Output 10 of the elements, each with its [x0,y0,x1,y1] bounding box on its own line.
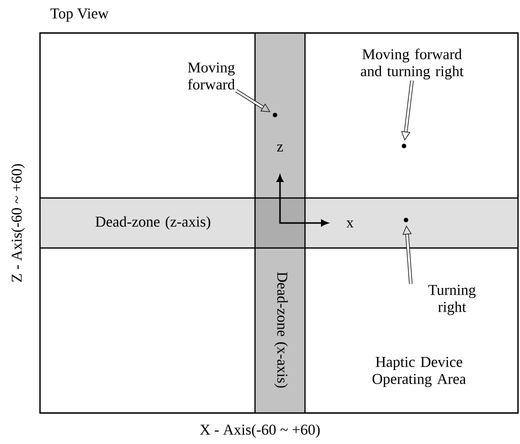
axis-label: z [277,144,283,152]
node-label: Haptic Device Operating Area [372,356,466,388]
axis-title: X - Axis(-60 ~ +60) [200,424,320,438]
callout-text: Moving forward and turning right [360,48,464,80]
title: Top View [50,8,109,22]
hollow-arrow [235,89,270,112]
axis-title: Z - Axis(-60 ~ +60) [11,164,25,282]
axis-label: x [346,220,354,228]
callout-text: Turning right [428,284,476,316]
callout-text: Moving forward [188,62,235,90]
